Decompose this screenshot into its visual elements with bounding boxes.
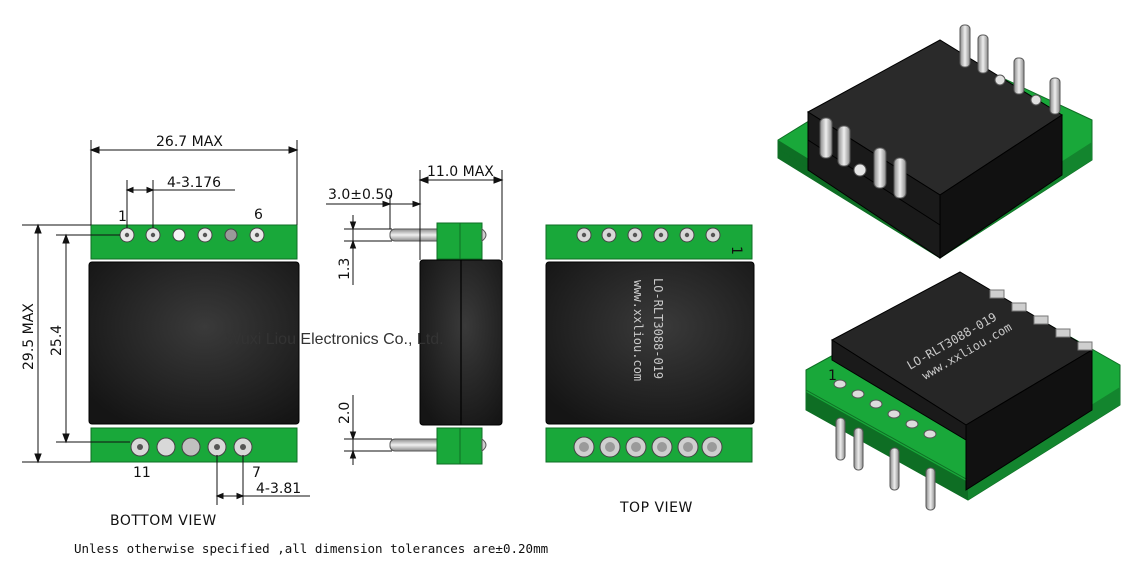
pin-pitch-top-label: 4-3.176 — [167, 175, 221, 191]
width-dimension — [89, 140, 299, 225]
company-watermark: Wuxi Liou Electronics Co., Ltd. — [226, 331, 444, 348]
side-view-top-pin — [389, 228, 443, 242]
width-max-label: 26.7 MAX — [156, 134, 223, 150]
bottom-view-bottom-pins — [130, 437, 253, 457]
pin-pitch-bottom-label: 4-3.81 — [256, 481, 301, 497]
top-view-core — [545, 261, 755, 425]
depth-dimension — [418, 170, 504, 260]
pin-pitch-bottom-dimension — [215, 455, 310, 505]
core-part-number: LO-RLT3088-019 — [651, 278, 665, 379]
bottom-view-top-pins — [119, 227, 265, 243]
body-span-dimension — [56, 233, 130, 444]
pin-pitch-top-dimension — [125, 180, 235, 228]
iso-view-lower: 1 LO-RLT3088-019 www.xxliou.com — [805, 271, 1121, 511]
side-view: 11.0 MAX 3.0±0.50 1.3 2.0 — [326, 164, 504, 465]
pin-length-dimension — [326, 195, 422, 229]
pin-6-label: 6 — [254, 207, 263, 223]
top-view-bottom-pins — [573, 436, 723, 458]
pin-11-label: 11 — [133, 465, 151, 481]
pin-offset-top-dimension — [344, 215, 392, 285]
top-view-label: TOP VIEW — [619, 500, 693, 516]
iso-pin1-label: 1 — [828, 368, 837, 384]
top-view: 1 LO-RLT3088-019 www.xxliou.com TOP VIEW — [545, 224, 755, 516]
side-view-bottom-pin — [389, 438, 443, 452]
pin-offset-bottom-dimension — [344, 395, 392, 465]
iso-view-upper — [777, 24, 1093, 259]
pin-7-label: 7 — [252, 465, 261, 481]
bottom-view-core — [88, 261, 300, 425]
body-span-label: 25.4 — [49, 325, 65, 356]
pin-offset-top-label: 1.3 — [337, 258, 353, 280]
pin-offset-bottom-label: 2.0 — [337, 402, 353, 424]
top-view-board-top — [545, 224, 753, 260]
pin-length-label: 3.0±0.50 — [328, 187, 393, 203]
top-view-pin1-label: 1 — [728, 246, 744, 255]
pin-1-label: 1 — [118, 209, 127, 225]
bottom-view-label: BOTTOM VIEW — [110, 513, 217, 529]
height-max-label: 29.5 MAX — [21, 303, 37, 370]
depth-max-label: 11.0 MAX — [427, 164, 494, 180]
height-dimension — [22, 223, 91, 464]
top-view-top-pins — [576, 227, 721, 243]
tolerance-note: Unless otherwise specified ,all dimensio… — [74, 541, 548, 556]
bottom-view: 1 6 11 7 26.7 MAX 4-3.176 4-3.81 — [21, 134, 310, 529]
core-website: www.xxliou.com — [631, 280, 645, 381]
